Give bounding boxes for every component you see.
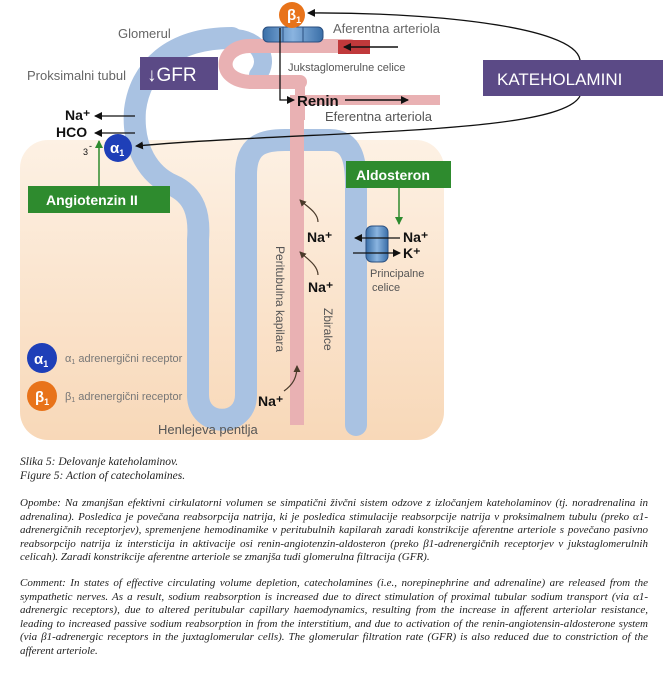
- na-capillary-arrow-3: [283, 365, 301, 392]
- na-principal-label: Na⁺: [403, 229, 428, 245]
- principalne-label-2: celice: [372, 282, 400, 294]
- glomerul-label: Glomerul: [118, 26, 171, 41]
- alpha1-badge: [104, 134, 132, 162]
- henle-label: Henlejeva pentlja: [158, 422, 259, 437]
- legend-alpha1-badge: [27, 343, 57, 373]
- legend-beta1-symbol: β: [35, 389, 44, 406]
- angiotenzin-box: [28, 186, 170, 213]
- hco-label: HCO: [56, 124, 87, 140]
- beta1-sub: 1: [296, 15, 301, 25]
- aferentna-label: Aferentna arteriola: [333, 21, 441, 36]
- peritubular-capillary: [290, 95, 304, 425]
- na-capillary-label-1: Na⁺: [307, 229, 332, 245]
- hco-sub: 3: [83, 147, 88, 157]
- gfr-label: ↓GFR: [147, 65, 197, 86]
- svg-text:β1 adrenergični receptor: β1 adrenergični receptor: [65, 391, 183, 404]
- svg-text:β1: β1: [35, 389, 49, 407]
- principalne-label-1: Principalne: [370, 268, 424, 280]
- zbiralce-label: Zbiralce: [321, 308, 335, 351]
- katecholamini-box: [483, 60, 663, 96]
- caption-comment: Comment: In states of effective circulat…: [20, 576, 648, 657]
- legend-alpha1-sym: α: [65, 353, 72, 365]
- gfr-box: [140, 57, 218, 90]
- svg-text:α1 adrenergični receptor: α1 adrenergični receptor: [65, 353, 183, 366]
- juxtaglomerular-cells: [262, 26, 324, 43]
- svg-text:α1: α1: [34, 351, 48, 369]
- loop-of-henle: [187, 129, 367, 436]
- k-principal-label: K⁺: [403, 245, 421, 261]
- na-capillary-label-2: Na⁺: [308, 279, 333, 295]
- legend-alpha1-symbol: α: [34, 351, 44, 368]
- beta1-badge: [279, 2, 305, 28]
- legend-beta1-sym: β: [65, 391, 71, 403]
- hco-sup: -: [89, 141, 92, 151]
- na-capillary-label-3: Na⁺: [258, 393, 283, 409]
- legend-alpha1-sym-sub: 1: [71, 359, 75, 366]
- legend-beta-text: adrenergični receptor: [78, 391, 182, 403]
- aldosteron-box: [346, 161, 451, 188]
- legend-beta1-sub: 1: [44, 397, 49, 407]
- alpha1-symbol: α: [110, 140, 120, 157]
- captions: Slika 5: Delovanje kateholaminov. Figure…: [20, 455, 648, 659]
- svg-text:HCO: HCO: [56, 124, 87, 140]
- interstitium-area: [20, 140, 444, 440]
- na-capillary-arrow-1: [299, 199, 319, 223]
- alpha1-sub: 1: [119, 148, 124, 158]
- katecholamini-label: KATEHOLAMINI: [497, 70, 622, 89]
- legend-beta1-sym-sub: 1: [71, 397, 75, 404]
- catecholamine-kidney-diagram: β1 Glomerul Aferentna arteriola Proksima…: [20, 2, 663, 440]
- caption-slika: Slika 5: Delovanje kateholaminov.: [20, 456, 179, 468]
- principal-cell: [365, 225, 389, 263]
- arrow-to-alpha1: [135, 95, 581, 150]
- beta1-symbol: β: [287, 7, 296, 24]
- glomerulus-vessel: [218, 39, 357, 89]
- arrow-to-beta1: [307, 8, 581, 61]
- caption-opomba: Opombe: Na zmanjšan efektivni cirkulator…: [20, 497, 648, 564]
- renin-label: Renin: [297, 93, 339, 110]
- legend-alpha1-sub: 1: [43, 359, 48, 369]
- legend-beta1-badge: [27, 381, 57, 411]
- aldosteron-label: Aldosteron: [356, 167, 430, 183]
- na-proximal-label: Na⁺: [65, 107, 90, 123]
- proksimalni-label: Proksimalni tubul: [27, 68, 126, 83]
- arrow-beta1-to-renin: [279, 28, 295, 104]
- svg-text:α1: α1: [110, 140, 124, 158]
- legend-alpha-text: adrenergični receptor: [78, 353, 182, 365]
- angiotenzin-label: Angiotenzin II: [46, 192, 138, 208]
- peritubulna-label: Peritubulna kapilara: [273, 246, 287, 352]
- caption-figure: Figure 5: Action of catecholamines.: [20, 470, 186, 482]
- na-capillary-arrow-2: [299, 251, 319, 276]
- jukstaglomerulne-label: Jukstaglomerulne celice: [288, 62, 405, 74]
- svg-text:β1: β1: [287, 7, 301, 25]
- eferentna-label: Eferentna arteriola: [325, 109, 433, 124]
